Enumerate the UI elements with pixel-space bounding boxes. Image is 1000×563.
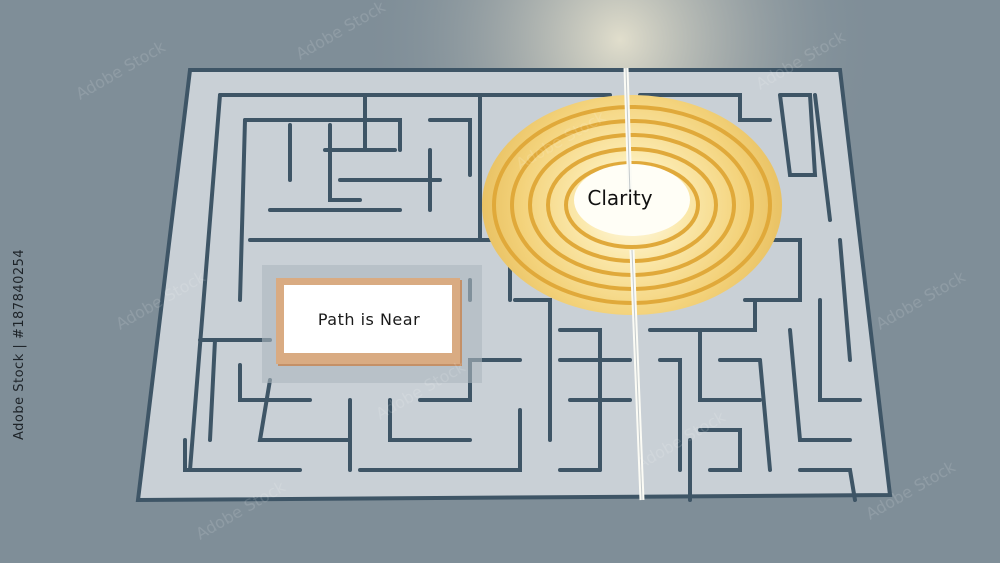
- clarity-label: Clarity: [587, 186, 653, 210]
- maze-floor: [135, 68, 893, 503]
- stock-id-text: Adobe Stock | #187840254: [12, 248, 27, 440]
- sign-text: Path is Near: [317, 309, 421, 329]
- stock-id-container: Adobe Stock | #187840254: [12, 249, 28, 441]
- sign-plaque: [276, 278, 462, 366]
- clarity-target: [482, 95, 782, 315]
